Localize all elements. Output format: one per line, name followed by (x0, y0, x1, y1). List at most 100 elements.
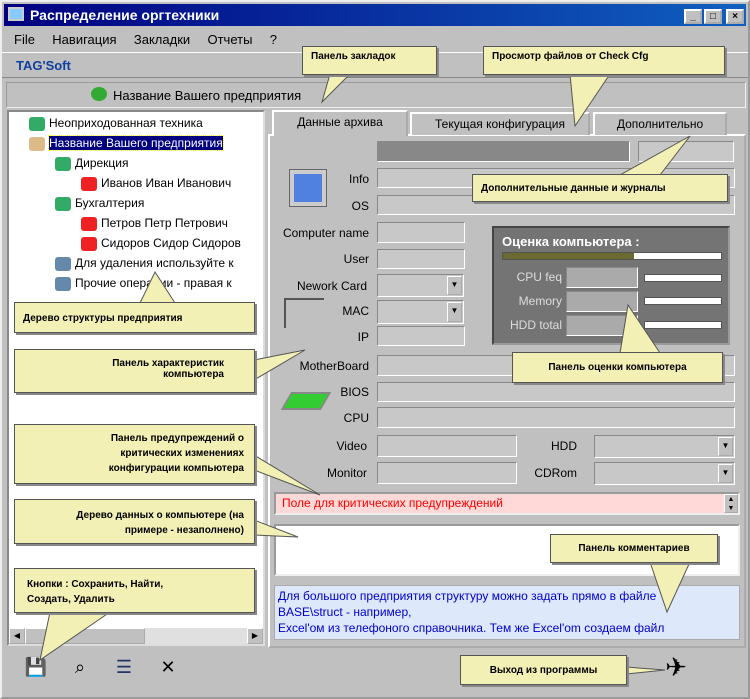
motherboard-label: MotherBoard (299, 359, 369, 373)
status-bar-field (377, 141, 630, 162)
overall-score-bar (502, 252, 722, 260)
tree-item[interactable]: Неоприходованная техника (29, 116, 203, 131)
minimize-button[interactable]: _ (684, 9, 702, 24)
title-bar: Распределение оргтехники (4, 4, 746, 26)
video-field[interactable] (377, 435, 517, 457)
tree-item[interactable]: Прочие операции - правая к (55, 276, 232, 291)
scroll-right-icon[interactable]: ▶ (247, 628, 263, 644)
chevron-down-icon[interactable]: ▼ (718, 464, 733, 483)
score-title: Оценка компьютера : (502, 234, 640, 249)
callout-exit: Выход из программы (460, 655, 627, 685)
callout-chars: Панель характеристик компьютера (14, 349, 255, 393)
exit-button[interactable]: ✈ (665, 652, 687, 682)
menu-navigation[interactable]: Навигация (52, 32, 117, 47)
user-field[interactable] (377, 249, 465, 269)
group-icon (29, 116, 45, 131)
menu-bar: File Навигация Закладки Отчеты ? (14, 32, 291, 47)
tree-item[interactable]: Сидоров Сидор Сидоров (81, 236, 241, 251)
cpu-freq-field (566, 267, 638, 288)
callout-score: Панель оценки компьютера (512, 352, 723, 383)
menu-bookmarks[interactable]: Закладки (133, 32, 191, 47)
spin-arrows-icon[interactable]: ▲▼ (724, 494, 738, 513)
tree-item[interactable]: Иванов Иван Иванович (81, 176, 231, 191)
comment-line: Excel'ом из телефоного справочника. Тем … (278, 621, 665, 635)
monitor-field[interactable] (377, 462, 517, 484)
comments-panel[interactable]: Для большого предприятия структуру можно… (274, 585, 740, 640)
tree-item-selected[interactable]: Название Вашего предприятия (29, 135, 224, 151)
mac-label: MAC (342, 304, 369, 318)
callout-comments: Панель комментариев (550, 534, 718, 563)
cdrom-label: CDRom (534, 466, 577, 480)
memory-bar (644, 297, 722, 305)
company-name[interactable]: Название Вашего предприятия (113, 88, 302, 103)
computer-icon (289, 169, 327, 207)
computer-name-field[interactable] (377, 222, 465, 243)
cpu-label: CPU (343, 411, 369, 425)
network-icon (284, 298, 324, 328)
comment-line: BASE\struct - например, (278, 605, 412, 619)
callout-warn: Панель предупреждений о критических изме… (14, 424, 255, 484)
overall-score-fill (503, 253, 634, 259)
bios-label: BIOS (340, 385, 369, 399)
folder-icon (29, 136, 45, 151)
tab-current-config[interactable]: Текущая конфигурация (410, 112, 590, 135)
network-card-label: Nework Card (296, 279, 367, 293)
tab-archive-data[interactable]: Данные архива (272, 110, 408, 136)
tree-item[interactable]: Петров Петр Петрович (81, 216, 228, 231)
status-small-field (638, 141, 734, 162)
callout-datatree: Дерево данных о компьютере (на примере -… (14, 499, 255, 544)
critical-warnings-field[interactable]: Поле для критических предупреждений ▲▼ (274, 492, 740, 515)
hdd-total-label: HDD total (509, 318, 562, 332)
hdd-select[interactable]: ▼ (594, 435, 735, 458)
chevron-down-icon[interactable]: ▼ (718, 437, 733, 456)
mac-select[interactable]: ▼ (377, 300, 464, 324)
user-icon (81, 176, 97, 191)
cpu-freq-label: CPU feq (516, 270, 562, 284)
tree-item[interactable]: Дирекция (55, 156, 129, 171)
network-card-select[interactable]: ▼ (377, 274, 464, 297)
chevron-down-icon[interactable]: ▼ (447, 302, 462, 322)
horizontal-scrollbar[interactable]: ◀ ▶ (9, 628, 263, 644)
callout-extra: Дополнительные данные и журналы (472, 174, 728, 202)
callout-buttons: Кнопки : Сохранить, Найти, Создать, Удал… (14, 568, 255, 613)
menu-help[interactable]: ? (269, 32, 277, 47)
close-button[interactable]: × (726, 9, 744, 24)
comment-line: Для большого предприятия структуру можно… (278, 589, 657, 603)
computer-name-label: Computer name (282, 226, 369, 240)
user-label: User (343, 252, 369, 266)
group-icon (55, 156, 71, 171)
scroll-left-icon[interactable]: ◀ (9, 628, 25, 644)
app-icon (8, 7, 24, 21)
cpu-field[interactable] (377, 407, 735, 428)
hdd-bar (644, 321, 722, 329)
maximize-button[interactable]: □ (704, 9, 722, 24)
hdd-label: HDD (551, 439, 577, 453)
user-icon (81, 216, 97, 231)
video-label: Video (336, 439, 367, 453)
group-icon (55, 196, 71, 211)
details-panel (268, 134, 746, 648)
os-label: OS (351, 199, 369, 213)
tab-additional[interactable]: Дополнительно (593, 112, 727, 135)
cdrom-select[interactable]: ▼ (594, 462, 735, 485)
tree-item[interactable]: Бухгалтерия (55, 196, 144, 211)
chevron-down-icon[interactable]: ▼ (447, 276, 462, 295)
menu-reports[interactable]: Отчеты (207, 32, 253, 47)
info-label: Info (348, 172, 369, 186)
note-icon (55, 256, 71, 271)
tree-item[interactable]: Для удаления используйте к (55, 256, 234, 271)
menu-file[interactable]: File (14, 32, 35, 47)
delete-button[interactable]: ✕ (160, 657, 176, 677)
hdd-total-field (566, 315, 638, 336)
save-button[interactable]: 💾 (24, 657, 48, 677)
window-title: Распределение оргтехники (30, 7, 220, 23)
ip-field[interactable] (377, 326, 465, 346)
company-toolbar: Название Вашего предприятия (6, 82, 746, 108)
ip-label: IP (357, 330, 369, 344)
bios-field[interactable] (377, 382, 735, 402)
computer-score-panel: Оценка компьютера : CPU feq Memory HDD t… (492, 226, 730, 345)
scroll-thumb[interactable] (25, 628, 145, 644)
create-button[interactable]: ☰ (115, 657, 133, 677)
group-icon (91, 87, 107, 101)
find-button[interactable]: ⌕ (74, 657, 86, 677)
